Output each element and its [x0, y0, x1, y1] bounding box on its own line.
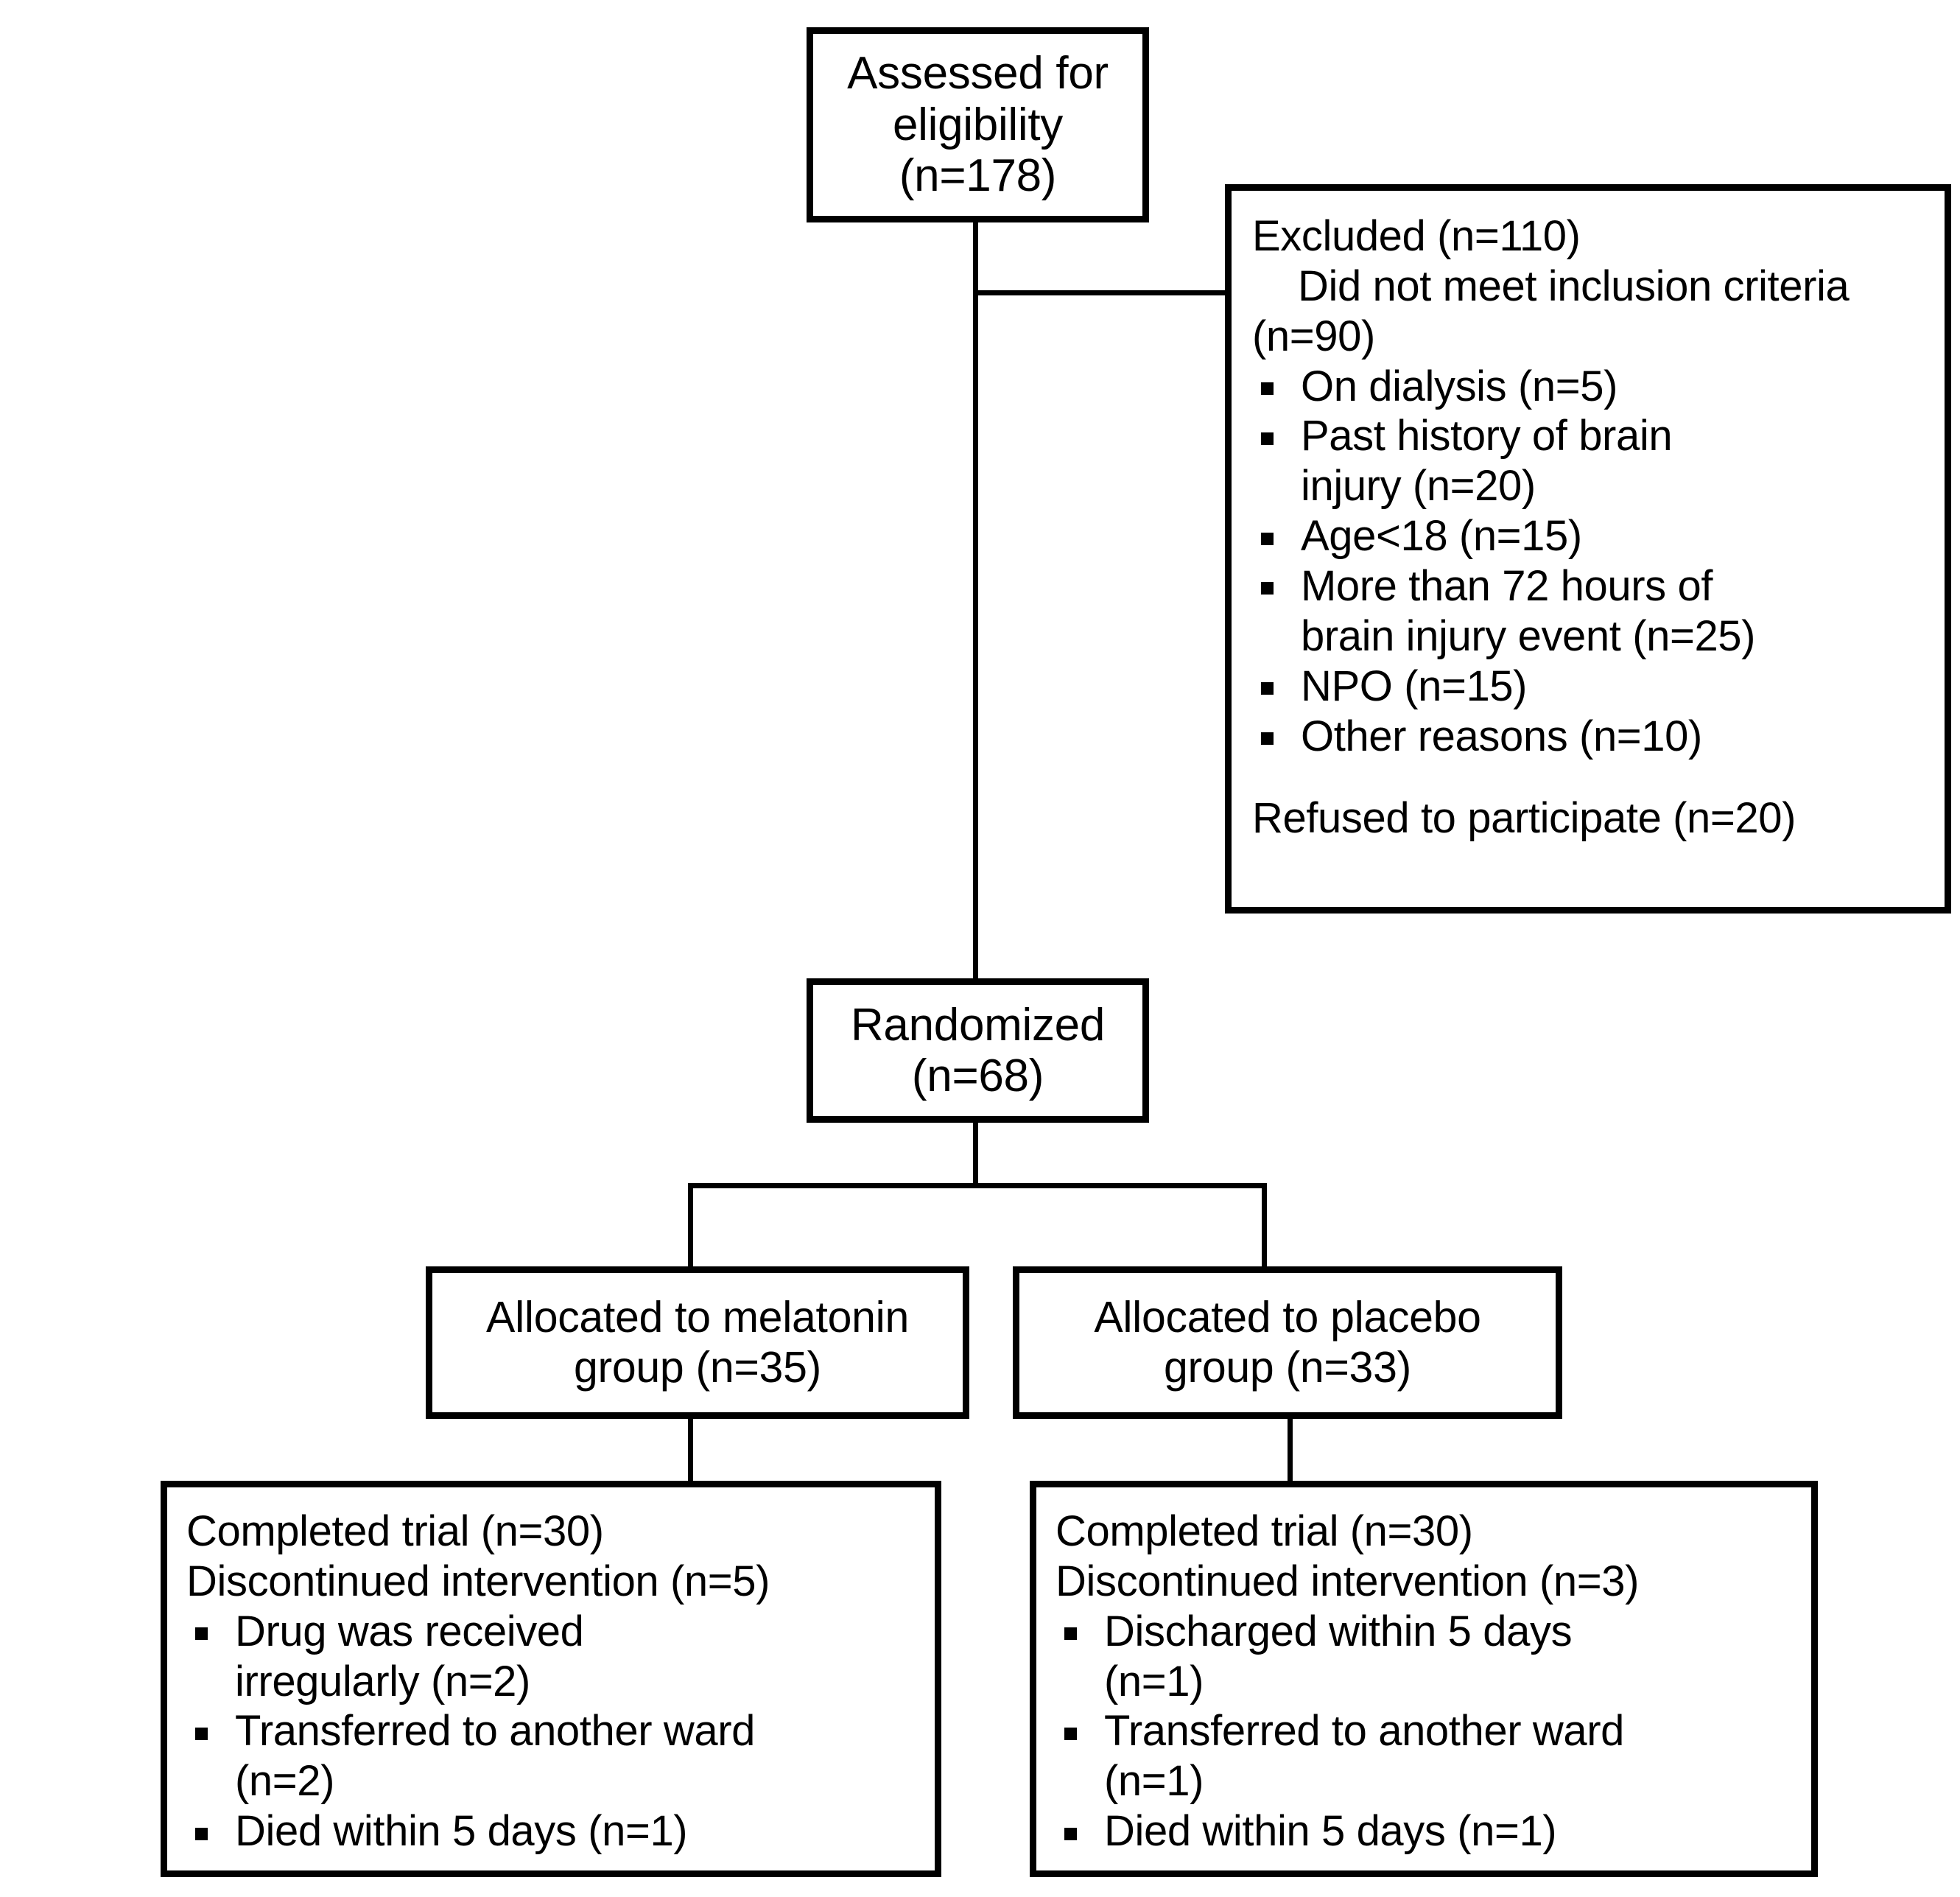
fu-melatonin-reason-text-cont: (n=2) — [235, 1757, 335, 1806]
box-allocated-melatonin: Allocated to melatonin group (n=35) — [426, 1266, 969, 1419]
box-followup-placebo: Completed trial (n=30) Discontinued inte… — [1030, 1481, 1818, 1877]
box-allocated-placebo: Allocated to placebo group (n=33) — [1013, 1266, 1562, 1419]
randomized-line-1: Randomized — [850, 999, 1106, 1051]
bullet-square-icon — [1261, 582, 1274, 595]
excluded-reason-item: Age<18 (n=15) — [1252, 511, 1931, 561]
alloc-melatonin-line-1: Allocated to melatonin — [486, 1293, 909, 1342]
excluded-reason-list: On dialysis (n=5) Past history of brain … — [1252, 362, 1931, 762]
alloc-melatonin-line-2: group (n=35) — [574, 1342, 821, 1392]
fu-placebo-reason-item: Discharged within 5 days (n=1) — [1055, 1607, 1801, 1707]
connector-to-alloc-placebo — [1262, 1183, 1267, 1268]
excluded-reason-text: NPO (n=15) — [1301, 662, 1528, 710]
fu-placebo-reason-item: Died within 5 days (n=1) — [1055, 1806, 1801, 1856]
connector-to-alloc-melatonin — [688, 1183, 693, 1268]
bullet-square-icon — [1064, 1727, 1077, 1740]
bullet-square-icon — [195, 1727, 208, 1740]
excluded-reason-text: Past history of brain — [1301, 412, 1673, 460]
box-excluded: Excluded (n=110) Did not meet inclusion … — [1225, 184, 1951, 914]
connector-randomized-split — [688, 1183, 1267, 1188]
bullet-square-icon — [195, 1627, 208, 1641]
excluded-reason-text: Age<18 (n=15) — [1301, 512, 1582, 561]
fu-melatonin-reason-text: Died within 5 days (n=1) — [235, 1807, 688, 1856]
spacer — [1252, 761, 1931, 793]
excluded-reason-text: More than 72 hours of — [1301, 562, 1713, 611]
excluded-reason-text: Other reasons (n=10) — [1301, 712, 1702, 760]
fu-melatonin-reason-text: Transferred to another ward — [235, 1707, 755, 1756]
assessed-line-2: eligibility — [892, 99, 1064, 150]
bullet-square-icon — [1261, 682, 1274, 695]
connector-randomized-down — [973, 1123, 978, 1186]
fu-placebo-reason-item: Transferred to another ward (n=1) — [1055, 1706, 1801, 1806]
connector-alloc-melatonin-down — [688, 1418, 693, 1482]
fu-placebo-discontinued: Discontinued intervention (n=3) — [1055, 1557, 1640, 1605]
bullet-square-icon — [195, 1827, 208, 1840]
alloc-placebo-line-1: Allocated to placebo — [1094, 1293, 1481, 1342]
box-followup-melatonin: Completed trial (n=30) Discontinued inte… — [161, 1481, 941, 1877]
excluded-reason-item: On dialysis (n=5) — [1252, 362, 1931, 412]
fu-melatonin-reason-item: Died within 5 days (n=1) — [186, 1806, 924, 1856]
fu-melatonin-discontinued: Discontinued intervention (n=5) — [186, 1557, 770, 1605]
fu-placebo-reason-text-cont: (n=1) — [1104, 1657, 1204, 1705]
excluded-reason-text-cont: injury (n=20) — [1301, 462, 1536, 511]
bullet-square-icon — [1261, 532, 1274, 545]
excluded-reason-item: More than 72 hours of brain injury event… — [1252, 561, 1931, 662]
fu-placebo-reason-text: Transferred to another ward — [1104, 1707, 1624, 1756]
fu-placebo-reason-list: Discharged within 5 days (n=1) Transferr… — [1055, 1607, 1801, 1856]
bullet-square-icon — [1261, 382, 1274, 395]
bullet-square-icon — [1261, 732, 1274, 745]
connector-assessed-to-excluded — [973, 290, 1231, 295]
fu-melatonin-reason-list: Drug was received irregularly (n=2) Tran… — [186, 1607, 924, 1856]
fu-placebo-completed: Completed trial (n=30) — [1055, 1507, 1473, 1555]
excluded-subheading: Did not meet inclusion criteria — [1298, 262, 1850, 310]
excluded-heading: Excluded (n=110) — [1252, 212, 1581, 260]
connector-alloc-placebo-down — [1288, 1418, 1293, 1482]
bullet-square-icon — [1064, 1827, 1077, 1840]
bullet-square-icon — [1064, 1627, 1077, 1641]
excluded-reason-item: Past history of brain injury (n=20) — [1252, 411, 1931, 511]
fu-placebo-reason-text: Died within 5 days (n=1) — [1104, 1807, 1557, 1856]
fu-melatonin-reason-text-cont: irregularly (n=2) — [235, 1657, 530, 1705]
excluded-reason-text: On dialysis (n=5) — [1301, 362, 1617, 410]
assessed-line-1: Assessed for — [847, 48, 1109, 99]
fu-placebo-reason-text: Discharged within 5 days — [1104, 1607, 1573, 1655]
fu-melatonin-reason-item: Drug was received irregularly (n=2) — [186, 1607, 924, 1707]
connector-assessed-down — [973, 221, 978, 979]
excluded-footer: Refused to participate (n=20) — [1252, 794, 1796, 843]
fu-placebo-reason-text-cont: (n=1) — [1104, 1757, 1204, 1806]
fu-melatonin-reason-text: Drug was received — [235, 1607, 584, 1655]
box-assessed-for-eligibility: Assessed for eligibility (n=178) — [807, 27, 1149, 222]
excluded-reason-item: NPO (n=15) — [1252, 662, 1931, 712]
alloc-placebo-line-2: group (n=33) — [1164, 1342, 1411, 1392]
box-randomized: Randomized (n=68) — [807, 978, 1149, 1123]
fu-melatonin-reason-item: Transferred to another ward (n=2) — [186, 1706, 924, 1806]
fu-melatonin-completed: Completed trial (n=30) — [186, 1507, 604, 1555]
excluded-reason-text-cont: brain injury event (n=25) — [1301, 611, 1756, 660]
randomized-line-2: (n=68) — [911, 1051, 1044, 1101]
excluded-reason-item: Other reasons (n=10) — [1252, 712, 1931, 762]
assessed-line-3: (n=178) — [899, 150, 1057, 202]
excluded-subheading-count: (n=90) — [1252, 312, 1375, 360]
bullet-square-icon — [1261, 432, 1274, 445]
